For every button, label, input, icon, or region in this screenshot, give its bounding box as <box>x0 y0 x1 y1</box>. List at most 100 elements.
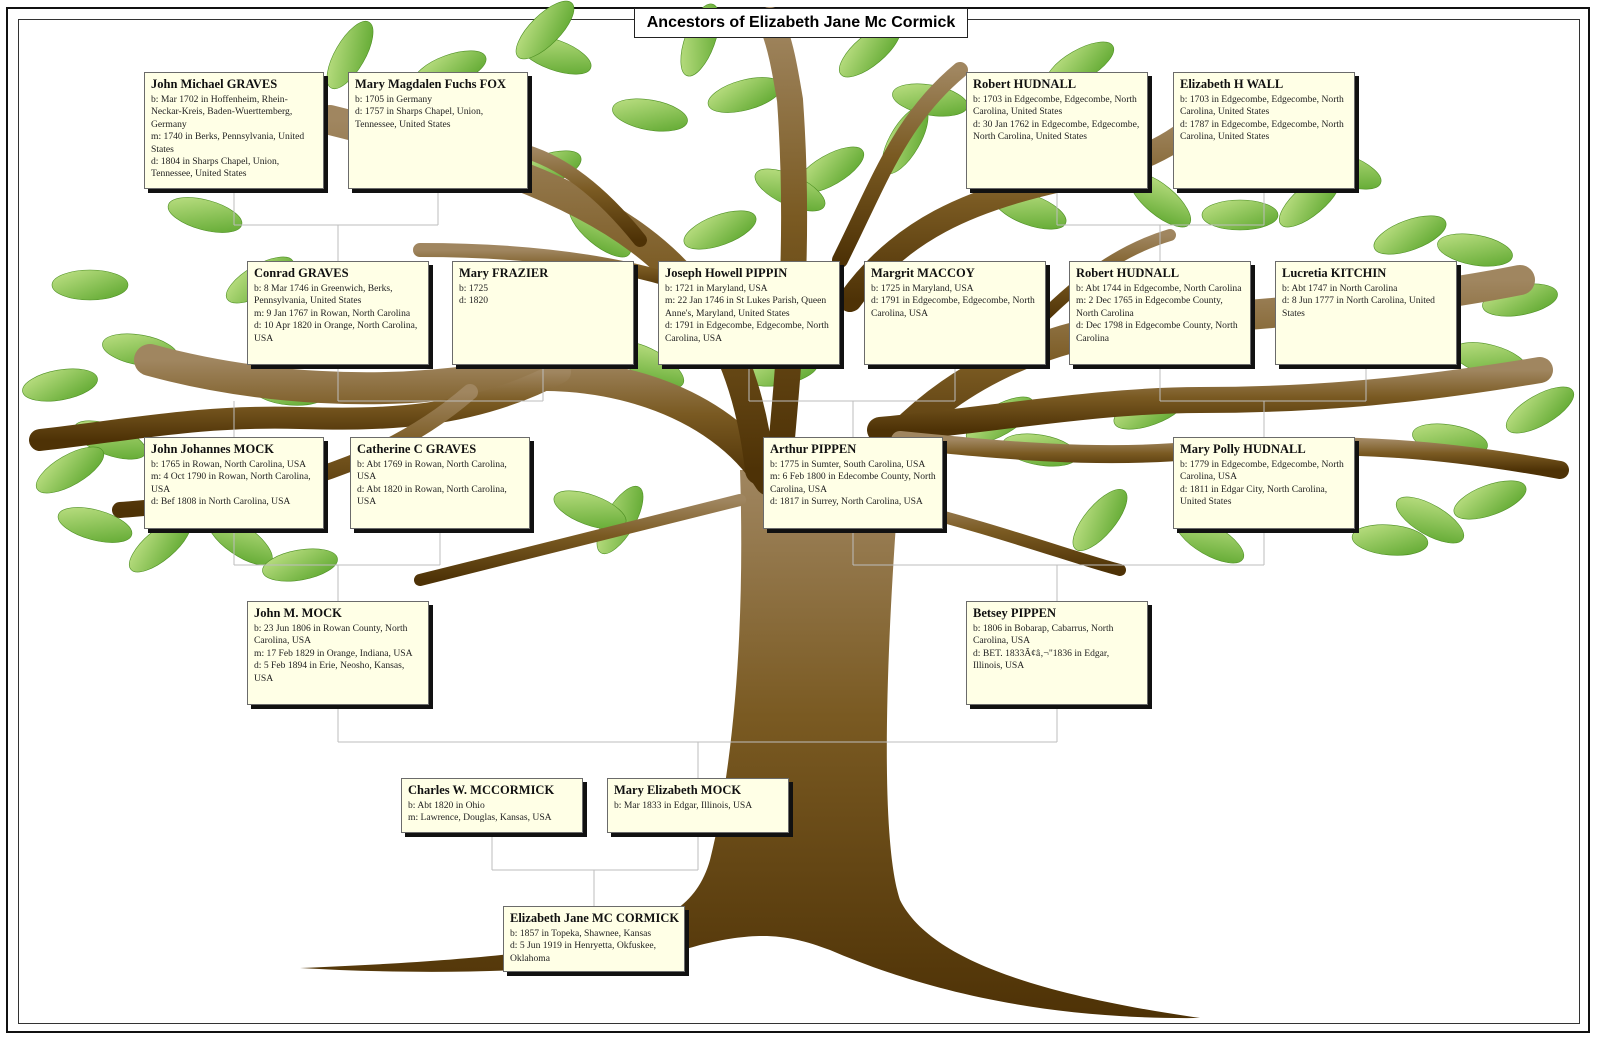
chart-title: Ancestors of Elizabeth Jane Mc Cormick <box>634 8 968 38</box>
person-name: Catherine C GRAVES <box>357 442 477 456</box>
person-detail: m: 1740 in Berks, Pennsylvania, United S… <box>151 131 305 155</box>
person-box[interactable]: Arthur PIPPEN b: 1775 in Sumter, South Ca… <box>763 437 943 529</box>
person-detail: b: 1806 in Bobarap, Cabarrus, North Caro… <box>973 623 1114 647</box>
leaf <box>51 269 129 301</box>
person-detail: d: 1787 in Edgecombe, Edgecombe, North C… <box>1180 118 1344 143</box>
person-detail: b: 1725 <box>459 283 489 294</box>
person-name: John M. MOCK <box>254 606 342 620</box>
person-detail: b: 1725 in Maryland, USA <box>871 283 974 294</box>
person-detail: b: 1703 in Edgecombe, Edgecombe, North C… <box>973 94 1137 118</box>
person-detail: d: 1791 in Edgecombe, Edgecombe, North C… <box>871 295 1035 319</box>
person-detail: d: BET. 1833Ã¢â‚¬"1836 in Edgar, Illinoi… <box>973 647 1110 672</box>
person-name: Elizabeth H WALL <box>1180 77 1284 91</box>
person-detail: b: 1765 in Rowan, North Carolina, USA <box>151 459 307 470</box>
person-detail: d: 1791 in Edgecombe, Edgecombe, North C… <box>665 320 829 344</box>
leaf <box>1453 480 1527 520</box>
person-name: Elizabeth Jane MC CORMICK <box>510 911 680 925</box>
person-name: Conrad GRAVES <box>254 266 349 280</box>
person-detail: b: Abt 1744 in Edgecombe, North Carolina <box>1076 283 1242 294</box>
person-detail: d: 30 Jan 1762 in Edgecombe, Edgecombe, … <box>973 118 1140 143</box>
person-box[interactable]: Elizabeth Jane MC CORMICK b: 1857 in Tope… <box>503 906 685 972</box>
person-detail: b: 1857 in Topeka, Shawnee, Kansas <box>510 928 652 939</box>
leaf <box>683 210 757 250</box>
person-box[interactable]: John M. MOCK b: 23 Jun 1806 in Rowan Coun… <box>247 601 429 705</box>
person-detail: b: 1721 in Maryland, USA <box>665 283 768 294</box>
leaf <box>22 368 98 402</box>
person-detail: d: 1757 in Sharps Chapel, Union, Tenness… <box>355 106 484 130</box>
person-box[interactable]: Mary Elizabeth MOCK b: Mar 1833 in Edgar,… <box>607 778 789 833</box>
person-box[interactable]: John Michael GRAVES b: Mar 1702 in Hoffen… <box>144 72 324 189</box>
tree-trunk <box>300 470 1200 1019</box>
leaf <box>1072 489 1128 551</box>
person-detail: b: Abt 1747 in North Carolina <box>1282 283 1398 294</box>
person-name: John Michael GRAVES <box>151 77 278 91</box>
person-detail: d: 1820 <box>459 295 489 307</box>
person-name: Robert HUDNALL <box>973 77 1077 91</box>
person-detail: b: 1703 in Edgecombe, Edgecombe, North C… <box>1180 94 1344 118</box>
person-name: Lucretia KITCHIN <box>1282 266 1387 280</box>
person-detail: m: 6 Feb 1800 in Edecombe County, North … <box>770 471 936 495</box>
leaf <box>1373 215 1447 255</box>
person-name: John Johannes MOCK <box>151 442 274 456</box>
person-detail: b: Mar 1833 in Edgar, Illinois, USA <box>614 800 753 811</box>
person-detail: m: 2 Dec 1765 in Edgecombe County, North… <box>1076 295 1223 319</box>
leaf <box>515 0 575 60</box>
person-detail: d: 1811 in Edgar City, North Carolina, U… <box>1180 483 1328 508</box>
leaf <box>1201 199 1279 231</box>
leaf <box>57 507 133 543</box>
person-name: Joseph Howell PIPPIN <box>665 266 788 280</box>
person-box[interactable]: Catherine C GRAVES b: Abt 1769 in Rowan, … <box>350 437 530 529</box>
person-detail: d: 5 Jun 1919 in Henryetta, Okfuskee, Ok… <box>510 940 657 964</box>
person-detail: d: Dec 1798 in Edgecombe County, North C… <box>1076 320 1238 344</box>
person-detail: d: Abt 1820 in Rowan, North Carolina, US… <box>357 483 507 508</box>
person-detail: m: 17 Feb 1829 in Orange, Indiana, USA <box>254 647 413 659</box>
leaf <box>1395 496 1465 544</box>
person-detail: b: 23 Jun 1806 in Rowan County, North Ca… <box>254 623 408 647</box>
person-name: Betsey PIPPEN <box>973 606 1056 620</box>
person-detail: b: 1779 in Edgecombe, Edgecombe, North C… <box>1180 459 1344 483</box>
person-name: Mary Elizabeth MOCK <box>614 783 742 797</box>
person-name: Mary FRAZIER <box>459 266 549 280</box>
person-box[interactable]: Mary Polly HUDNALL b: 1779 in Edgecombe, … <box>1173 437 1355 529</box>
person-detail: b: 1775 in Sumter, South Carolina, USA <box>770 459 926 470</box>
person-detail: b: 1705 in Germany <box>355 94 433 105</box>
person-detail: m: Lawrence, Douglas, Kansas, USA <box>408 812 552 824</box>
person-detail: m: 9 Jan 1767 in Rowan, North Carolina <box>254 307 411 319</box>
leaf <box>1505 386 1575 434</box>
leaf <box>35 446 105 494</box>
person-name: Charles W. MCCORMICK <box>408 783 555 797</box>
person-box[interactable]: Elizabeth H WALL b: 1703 in Edgecombe, Ed… <box>1173 72 1355 189</box>
person-box[interactable]: Robert HUDNALL b: 1703 in Edgecombe, Edge… <box>966 72 1148 189</box>
person-box[interactable]: Mary Magdalen Fuchs FOX b: 1705 in German… <box>348 72 528 189</box>
person-box[interactable]: Conrad GRAVES b: 8 Mar 1746 in Greenwich,… <box>247 261 429 365</box>
person-box[interactable]: Robert HUDNALL b: Abt 1744 in Edgecombe, … <box>1069 261 1251 365</box>
person-detail: d: Bef 1808 in North Carolina, USA <box>151 496 291 508</box>
person-detail: m: 4 Oct 1790 in Rowan, North Carolina, … <box>151 471 311 495</box>
person-detail: d: 5 Feb 1894 in Erie, Neosho, Kansas, U… <box>254 660 405 684</box>
person-detail: d: 10 Apr 1820 in Orange, North Carolina… <box>254 320 418 344</box>
person-detail: m: 22 Jan 1746 in St Lukes Parish, Queen… <box>665 295 827 319</box>
leaf <box>1437 233 1513 267</box>
person-name: Mary Polly HUDNALL <box>1180 442 1306 456</box>
person-detail: d: 1817 in Surrey, North Carolina, USA <box>770 496 923 508</box>
person-name: Arthur PIPPEN <box>770 442 857 456</box>
person-detail: b: 8 Mar 1746 in Greenwich, Berks, Penns… <box>254 283 393 307</box>
person-box[interactable]: Lucretia KITCHIN b: Abt 1747 in North Car… <box>1275 261 1457 365</box>
person-box[interactable]: Betsey PIPPEN b: 1806 in Bobarap, Cabarru… <box>966 601 1148 705</box>
person-name: Robert HUDNALL <box>1076 266 1180 280</box>
person-box[interactable]: Joseph Howell PIPPIN b: 1721 in Maryland,… <box>658 261 840 365</box>
leaf <box>326 20 374 90</box>
leaf <box>612 98 688 132</box>
person-name: Margrit MACCOY <box>871 266 975 280</box>
person-detail: d: 1804 in Sharps Chapel, Union, Tenness… <box>151 156 280 180</box>
person-detail: b: Abt 1769 in Rowan, North Carolina, US… <box>357 459 507 483</box>
person-detail: b: Mar 1702 in Hoffenheim, Rhein-Neckar-… <box>151 94 293 130</box>
person-name: Mary Magdalen Fuchs FOX <box>355 77 507 91</box>
person-detail: d: 8 Jun 1777 in North Carolina, United … <box>1282 295 1435 319</box>
person-box[interactable]: John Johannes MOCK b: 1765 in Rowan, Nort… <box>144 437 324 529</box>
